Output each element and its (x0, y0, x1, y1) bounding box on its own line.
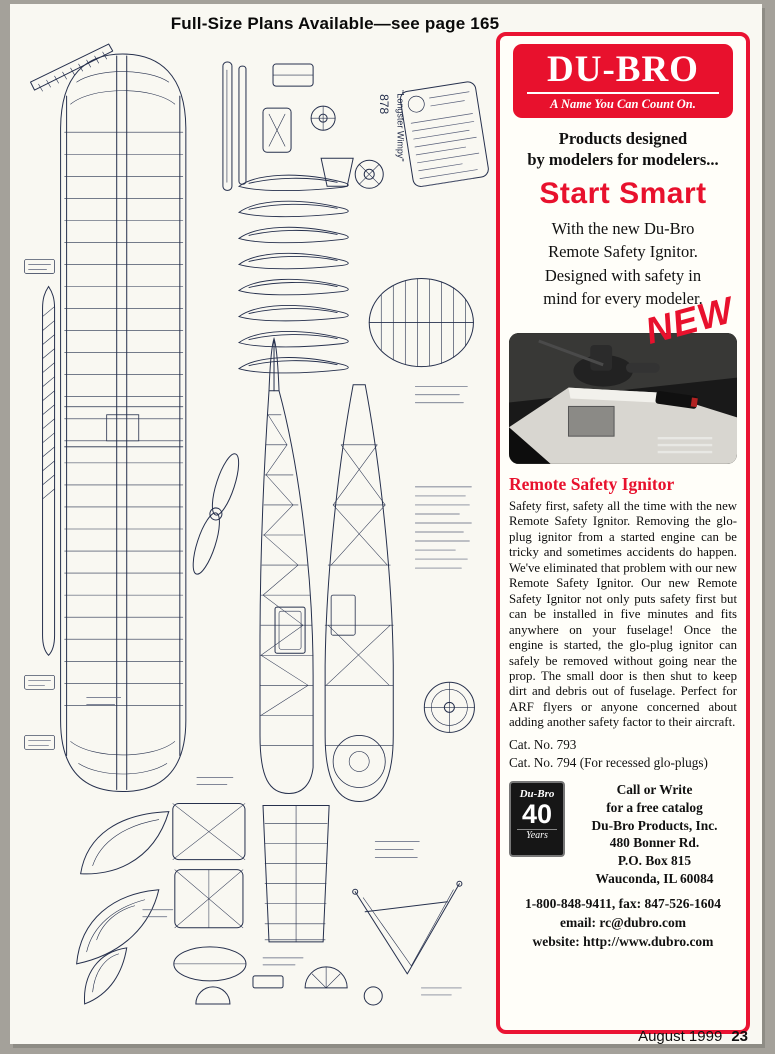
address-line-city: Wauconda, IL 60084 (595, 870, 714, 886)
dubro-advertisement: DU-BRO A Name You Can Count On. Products… (496, 32, 750, 1034)
footer-page-number: 23 (731, 1028, 748, 1045)
page-header: Full-Size Plans Available—see page 165 (170, 14, 500, 33)
address-line-call: Call or Write (616, 781, 693, 797)
phone-line: 1-800-848-9411, fax: 847-526-1604 (524, 895, 722, 911)
ad-intro-line2: by modelers for modelers... (527, 150, 719, 170)
footer-issue-date: August 1999 (638, 1028, 723, 1045)
catalog-number-793: Cat. No. 793 (509, 736, 577, 752)
ad-intro-line1: Products designed (558, 129, 688, 148)
plan-title-label: "Longster Wimpy" (395, 90, 405, 161)
start-smart-headline: Start Smart (539, 176, 707, 210)
logo-divider (527, 92, 719, 94)
forty-years-logo: Du-Bro 40 Years (509, 780, 565, 857)
dubro-tagline: A Name You Can Count On. (550, 97, 696, 111)
company-address: Call or Write for a free catalog Du-Bro … (572, 781, 737, 888)
dubro-brand-text: DU-BRO (547, 49, 699, 90)
product-photo (509, 332, 737, 464)
address-line-pobox: P.O. Box 815 (617, 853, 692, 869)
email-line: email: rc@dubro.com (559, 914, 687, 930)
catalog-number-794: Cat. No. 794 (For recessed glo-plugs) (509, 755, 708, 771)
plan-number-label: 878 (377, 94, 391, 114)
ad-subhead: With the new Du-Bro Remote Safety Ignito… (543, 218, 703, 309)
ad-intro: Products designed by modelers for modele… (509, 128, 737, 171)
magazine-page: Full-Size Plans Available—see page 165 (10, 4, 762, 1045)
product-heading: Remote Safety Ignitor (509, 473, 675, 494)
address-line-street: 480 Bonner Rd. (609, 835, 700, 851)
ad-body-text: Safety first, safety all the time with t… (509, 498, 737, 730)
model-plan-drawing: 878 "Longster Wimpy" (24, 43, 489, 1006)
address-line-catalog: for a free catalog (606, 799, 703, 815)
dubro-logo: DU-BRO A Name You Can Count On. (513, 44, 733, 118)
address-line-company: Du-Bro Products, Inc. (591, 817, 718, 833)
forty-years-number: 40 (521, 798, 553, 829)
page-footer: August 1999 23 (638, 1028, 748, 1045)
contact-block: Du-Bro 40 Years Call or Write for a free… (509, 780, 737, 888)
forty-years-brand: Du-Bro (519, 787, 555, 800)
website-line: website: http://www.dubro.com (532, 933, 714, 949)
product-photo-illustration (509, 332, 737, 464)
forty-years-label: Years (517, 829, 557, 841)
